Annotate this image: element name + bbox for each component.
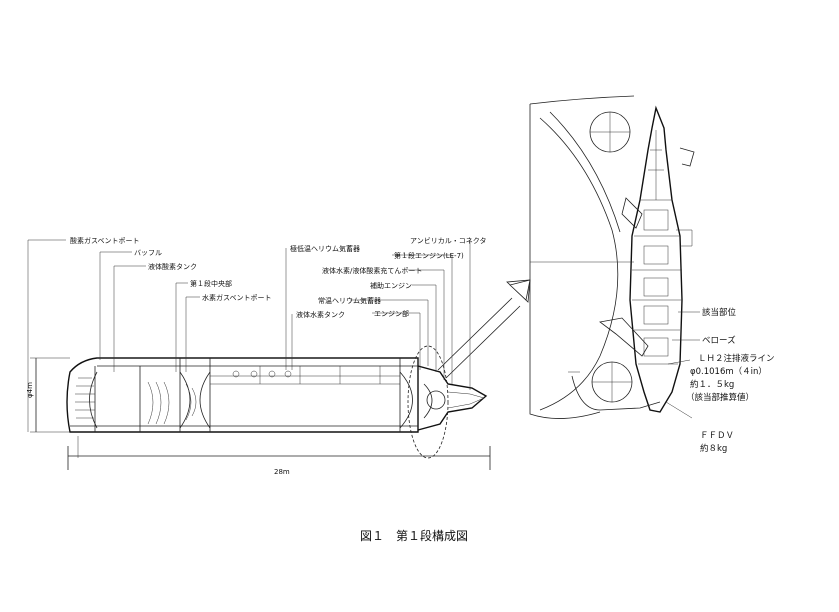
- label-ffdv-mass: 約８kg: [700, 443, 727, 454]
- label-lh2-diameter: φ0.1016m（４in）: [690, 366, 767, 377]
- label-ambient-helium-bottle: 常温ヘリウム気蓄器: [318, 296, 381, 305]
- label-lh2-line: ＬＨ２注排液ライン: [698, 353, 775, 364]
- label-ffdv: ＦＦＤＶ: [700, 431, 734, 441]
- dimension-length: 28m: [274, 468, 290, 476]
- figure-caption: 図１ 第１段構成図: [360, 528, 468, 543]
- label-first-stage-center: 第１段中央部: [190, 279, 232, 288]
- label-lh2-estimate: （該当部推算値）: [686, 392, 754, 403]
- label-relevant-part: 該当部位: [702, 307, 737, 318]
- dimension-diameter: φ4m: [26, 382, 34, 398]
- label-oxygen-gas-vent-port: 酸素ガスベントポート: [70, 236, 140, 245]
- bellows-part: [599, 317, 649, 357]
- stage-side-view: [27, 239, 531, 470]
- detail-view: [529, 95, 700, 419]
- highlight-ellipse: [407, 345, 449, 459]
- label-baffle: バッフル: [134, 249, 162, 257]
- label-lh2-mass: 約１．５kg: [690, 379, 734, 390]
- label-engine-section: エンジン部: [374, 309, 409, 318]
- label-liquid-hydrogen-tank: 液体水素タンク: [296, 310, 345, 319]
- label-aux-engine: 補助エンジン: [370, 281, 412, 290]
- label-cryo-helium-bottle: 極低温ヘリウム気蓄器: [290, 244, 360, 253]
- label-fill-drain-port: 液体水素/液体酸素充てんポート: [322, 266, 422, 275]
- label-liquid-oxygen-tank: 液体酸素タンク: [148, 262, 197, 271]
- label-hydrogen-gas-vent-port: 水素ガスベントポート: [202, 293, 272, 302]
- label-umbilical-connector: アンビリカル・コネクタ: [410, 236, 486, 245]
- label-first-stage-engine: 第１段エンジン(LE-7): [394, 251, 464, 260]
- label-bellows: ベローズ: [702, 335, 736, 346]
